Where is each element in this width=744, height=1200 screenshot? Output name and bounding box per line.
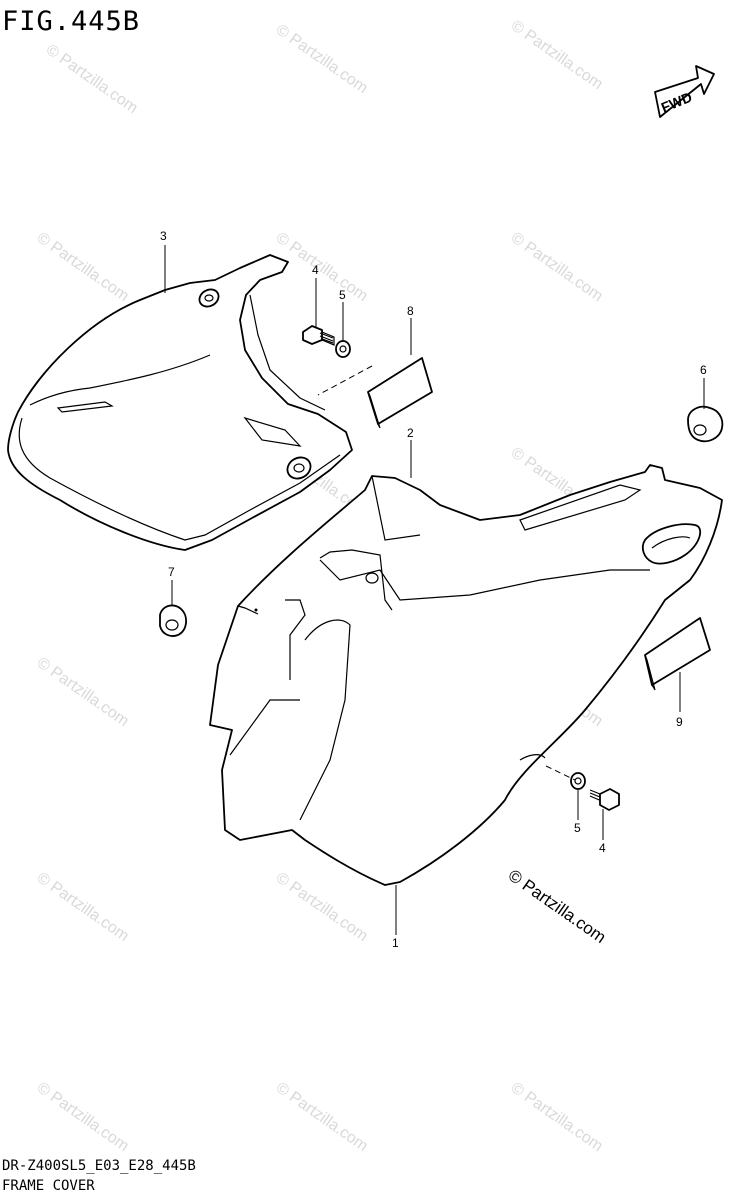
callout-1: 1	[392, 936, 399, 950]
diagram-code: DR-Z400SL5_E03_E28_445B	[2, 1158, 196, 1174]
partzilla-watermark: © Partzilla.com	[505, 866, 610, 947]
watermark-text: © Partzilla.com	[508, 1079, 606, 1155]
callout-2: 2	[407, 426, 414, 440]
callout-labels: 3 4 5 8 6 2 7 9 5 4 1	[160, 229, 707, 950]
arrow-icon	[654, 65, 715, 118]
callout-7: 7	[168, 565, 175, 579]
callout-3: 3	[160, 229, 167, 243]
callout-9: 9	[676, 715, 683, 729]
part-5-washer-top	[335, 340, 351, 358]
part-7-grommet	[159, 604, 187, 637]
figure-title: FIG.445B	[2, 6, 141, 37]
callout-6: 6	[700, 363, 707, 377]
watermark-text: © Partzilla.com	[508, 17, 606, 93]
part-6-grommet	[687, 405, 724, 443]
watermark-text: © Partzilla.com	[508, 229, 606, 305]
assembly-line	[545, 765, 576, 781]
watermark-text: © Partzilla.com	[273, 229, 371, 305]
callout-5-bottom: 5	[574, 821, 581, 835]
watermark-text: © Partzilla.com	[273, 1079, 371, 1155]
watermark-text: © Partzilla.com	[273, 21, 371, 97]
callout-4-bottom: 4	[599, 841, 606, 855]
part-3-left-frame-cover	[7, 254, 353, 551]
watermark-text: © Partzilla.com	[34, 869, 132, 945]
part-9-damper-pad	[644, 617, 711, 691]
watermark-text: © Partzilla.com	[34, 229, 132, 305]
watermark-text: © Partzilla.com	[43, 41, 141, 117]
part-4-bolt-top	[302, 325, 335, 346]
part-5-washer-bottom	[570, 772, 586, 790]
callout-5-top: 5	[339, 288, 346, 302]
diagram-name: FRAME COVER	[2, 1178, 95, 1194]
watermark-text: © Partzilla.com	[34, 654, 132, 730]
part-1-right-frame-cover	[209, 464, 723, 886]
part-8-damper-pad	[367, 357, 433, 429]
leader-lines	[164, 245, 705, 935]
part-4-bolt-bottom	[589, 788, 620, 811]
forward-arrow: FWD	[654, 65, 715, 118]
assembly-line	[317, 365, 373, 396]
callout-4-top: 4	[312, 263, 319, 277]
watermark-text: © Partzilla.com	[273, 869, 371, 945]
watermark-text: © Partzilla.com	[34, 1079, 132, 1155]
callout-8: 8	[407, 304, 414, 318]
